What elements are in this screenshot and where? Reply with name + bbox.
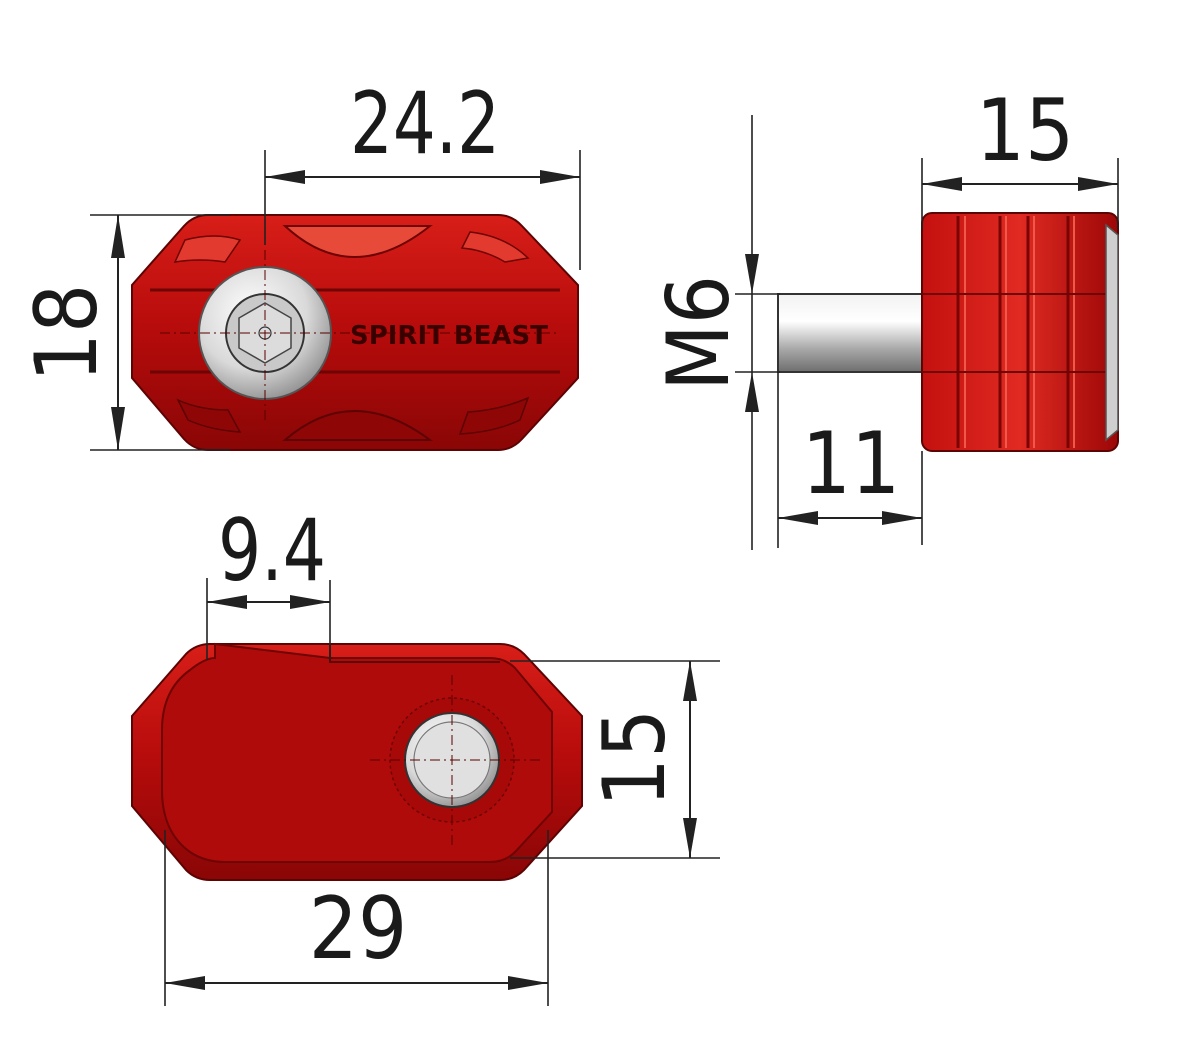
- dim-top-width: 24.2: [264, 74, 581, 270]
- top-view-groove: [173, 235, 242, 263]
- side-view-thread-shaft: [777, 293, 925, 373]
- dim-label-bottom-offset: 9.4: [218, 501, 326, 601]
- dim-label-top-height: 18: [17, 284, 117, 382]
- dim-label-bottom-width: 29: [309, 879, 407, 979]
- top-view-groove: [176, 398, 242, 433]
- bottom-view-centerline: [370, 675, 540, 845]
- dim-side-thread: M6: [649, 115, 780, 550]
- dim-bottom-height: 15: [510, 660, 720, 859]
- dim-side-thread-length: 11: [777, 372, 923, 548]
- dim-label-top-width: 24.2: [350, 74, 500, 174]
- dim-side-head: 15: [921, 81, 1119, 230]
- dim-label-side-head: 15: [976, 81, 1074, 181]
- top-view-groove: [282, 410, 434, 441]
- dim-label-side-thread: M6: [649, 275, 749, 391]
- dim-label-side-thread-length: 11: [802, 414, 900, 514]
- side-view-rings: [956, 216, 1070, 448]
- top-view-groove: [458, 396, 530, 435]
- side-view-rings-highlight: [964, 216, 1075, 448]
- side-view-end-face: [1105, 223, 1119, 442]
- side-view: [777, 212, 1119, 452]
- top-view-centerline: [160, 250, 560, 420]
- top-view-groove: [282, 225, 433, 258]
- top-view-groove: [460, 231, 530, 263]
- dim-bottom-width: 29: [164, 830, 549, 1006]
- bottom-view: [131, 642, 583, 881]
- side-view-head: [921, 212, 1119, 452]
- top-view: SPIRIT BEAST: [131, 214, 579, 451]
- brand-text: SPIRIT BEAST: [350, 321, 548, 351]
- side-view-flat: [922, 293, 1118, 373]
- dim-label-bottom-height: 15: [585, 709, 685, 807]
- dim-bottom-offset: 9.4: [206, 501, 331, 660]
- dim-top-height: 18: [17, 214, 230, 451]
